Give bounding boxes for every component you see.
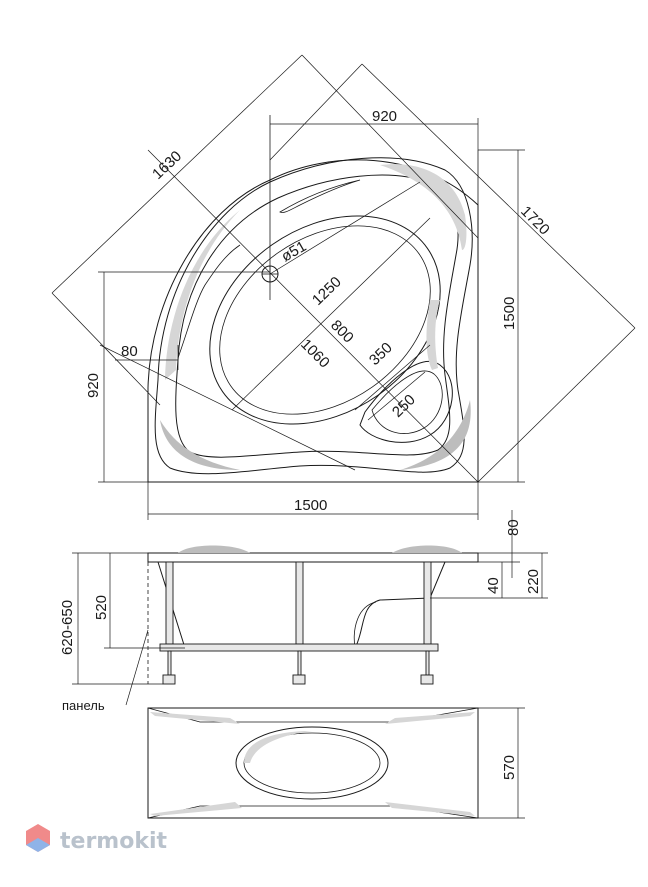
bowl-inner bbox=[219, 225, 431, 415]
dim-line-1630 bbox=[51, 54, 303, 294]
label-220: 220 bbox=[525, 569, 542, 594]
frame-foot-rod-2 bbox=[297, 650, 302, 676]
frame-foot-rod-3 bbox=[425, 650, 430, 676]
label-1720: 1720 bbox=[517, 203, 553, 239]
label-350: 350 bbox=[366, 339, 396, 369]
side-tub-step bbox=[353, 601, 377, 649]
label-520: 520 bbox=[93, 595, 110, 620]
label-drain: ø51 bbox=[279, 238, 310, 266]
label-570: 570 bbox=[501, 755, 518, 780]
panel-shade-top-left bbox=[150, 712, 240, 724]
brand-name: termokit bbox=[60, 829, 167, 854]
side-rim bbox=[147, 552, 479, 563]
brand-logo: termokit bbox=[26, 824, 167, 854]
frame-leg-2 bbox=[295, 561, 304, 645]
label-1630: 1630 bbox=[149, 148, 185, 183]
dim-ext-1630-left bbox=[51, 292, 161, 406]
dim-ext-1720-top bbox=[269, 63, 363, 161]
frame-foot-3 bbox=[420, 674, 434, 685]
label-80-left: 80 bbox=[121, 343, 138, 360]
rim-outer bbox=[154, 157, 473, 475]
label-1500-bottom: 1500 bbox=[294, 497, 327, 514]
top-view: 1630 1720 920 1500 920 1500 80 bbox=[51, 54, 636, 520]
seat-inner bbox=[371, 370, 443, 434]
shade-top-right bbox=[380, 164, 467, 250]
dim-line-1720 bbox=[361, 63, 636, 329]
panel-oval-outer bbox=[235, 726, 389, 800]
frame-foot-rod-1 bbox=[167, 650, 172, 676]
guide-lower-left bbox=[99, 344, 356, 471]
label-1250: 1250 bbox=[309, 273, 345, 308]
frame-foot-1 bbox=[162, 674, 176, 685]
label-800: 800 bbox=[327, 317, 357, 347]
label-panel: панель bbox=[62, 698, 105, 713]
seat bbox=[359, 360, 453, 443]
shade-left-rim bbox=[165, 210, 240, 380]
brand-logo-icon-face bbox=[26, 838, 50, 852]
side-rim-bump-left bbox=[178, 545, 250, 553]
frame-leg-3 bbox=[423, 561, 432, 645]
label-1060: 1060 bbox=[297, 336, 333, 372]
label-920-left: 920 bbox=[85, 373, 102, 398]
dim-ext-1720-bottom bbox=[477, 327, 636, 483]
label-920-top: 920 bbox=[372, 108, 397, 125]
dim-line-250 bbox=[367, 371, 426, 421]
label-620-650: 620-650 bbox=[59, 600, 76, 655]
rim-inner bbox=[175, 174, 459, 458]
dim-line-350 bbox=[354, 344, 431, 411]
shade-right-lower bbox=[400, 400, 471, 470]
armrest-left bbox=[177, 244, 241, 359]
panel-shade-top-right bbox=[385, 712, 475, 724]
panel-shade-bottom-left bbox=[150, 802, 242, 816]
panel-view: 570 bbox=[147, 707, 525, 819]
label-250: 250 bbox=[389, 391, 419, 421]
armrest-top bbox=[279, 179, 361, 213]
label-80-rim: 80 bbox=[505, 519, 522, 536]
panel-shade-bottom-right bbox=[385, 802, 475, 816]
shade-bottom-left bbox=[160, 420, 240, 470]
panel-oval-shade bbox=[244, 731, 312, 763]
dim-line-1250 bbox=[231, 217, 431, 411]
frame-foot-2 bbox=[292, 674, 306, 685]
label-40: 40 bbox=[485, 577, 502, 594]
frame-bottom-bar bbox=[159, 643, 439, 652]
panel-outline bbox=[147, 707, 479, 819]
frame-leg-1 bbox=[165, 561, 174, 645]
dim-ext-1630-right bbox=[301, 54, 479, 239]
guide-main-diagonal bbox=[147, 149, 479, 483]
label-1500-right: 1500 bbox=[501, 297, 518, 330]
shade-center-right bbox=[426, 300, 440, 370]
dim-line-drain bbox=[269, 181, 421, 275]
side-view: 620-650 520 80 40 220 панель bbox=[59, 510, 548, 713]
side-rim-bump-right bbox=[392, 545, 462, 553]
panel-leader-line bbox=[125, 629, 149, 706]
